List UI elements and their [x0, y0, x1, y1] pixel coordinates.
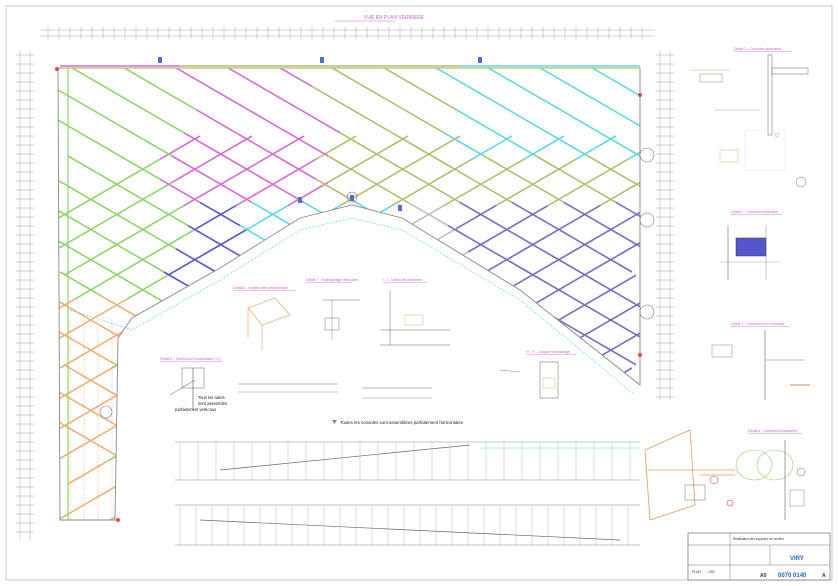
detail-1-title: Détail 1 - Consoles standards: [734, 47, 781, 51]
title-block: Réalisation des supports de verrière VIR…: [687, 532, 831, 581]
detail-1-panel: Détail 1 - Consoles standards: [690, 47, 809, 188]
top-edge-markers: [158, 57, 482, 211]
detail-7-panel: Détail 7 - Rallongeage des tubes: [306, 278, 360, 340]
title-block-format: A0: [760, 573, 767, 579]
elevation-strip-2: [175, 504, 640, 546]
detail-2-title: Détail 2 - Consoles verticales: [731, 210, 778, 214]
detail-8-panel: I - I - Détail les traverses: [380, 278, 450, 346]
title-block-client-logo: VIRY: [790, 556, 804, 562]
title-block-revision: A: [822, 573, 826, 579]
vertical-tubes-note-2: sont assemblés: [198, 401, 227, 406]
section-marker: [638, 93, 642, 97]
main-title: VUE EN PLAN VERRIERE: [364, 15, 425, 21]
callout-circle-1: [639, 147, 655, 163]
detail-5-title: Détail 5 - Tubes bout implantation (+/-): [160, 357, 221, 361]
top-dimension-chain: [40, 27, 655, 39]
iso-detail: [644, 429, 735, 521]
detail-4-panel: Détail 4 - Consoles biseautées: [735, 429, 806, 520]
right-dimension-chain: [656, 50, 674, 400]
consoles-note: Toutes les consoles sont assemblées parf…: [340, 420, 464, 425]
roof-outline: [57, 67, 641, 521]
glazing-grid: [58, 68, 640, 520]
detail-6-title: Détail 6 - Angles tube périphérique: [233, 286, 288, 290]
detail-7-title: Détail 7 - Rallongeage des tubes: [306, 278, 358, 282]
title-block-drawing-number: 0070 0140: [778, 573, 807, 579]
detail-9-panel: H - H - Coupure biseautage: [499, 350, 576, 399]
detail-3-title: Détail 3 - Consoles mini-consoles: [731, 322, 785, 326]
section-marker: [116, 518, 120, 522]
detail-4-title: Détail 4 - Consoles biseautées: [748, 429, 797, 433]
title-block-scale: 1/50: [708, 570, 715, 574]
callout-circle-2: [639, 212, 655, 228]
detail-2-panel: Détail 2 - Consoles verticales: [720, 210, 782, 280]
sheet-border: [5, 5, 833, 581]
callout-circle-3: [639, 304, 655, 320]
detail-3-panel: Détail 3 - Consoles mini-consoles: [711, 322, 810, 400]
elevation-strip-1: [175, 441, 640, 481]
vertical-tubes-note-1: Tous les tubes: [198, 395, 225, 400]
section-elevation-1: [238, 383, 432, 399]
valley-edge: [69, 217, 636, 396]
section-marker: [638, 353, 642, 357]
section-marker: [55, 67, 59, 71]
left-dimension-chain: [16, 50, 34, 540]
detail-8-title: I - I - Détail les traverses: [383, 278, 422, 282]
detail-6-panel: Détail 6 - Angles tube périphérique: [233, 286, 295, 350]
callout-circle-4: [99, 405, 113, 419]
callout-circle-5: [346, 191, 358, 203]
title-block-project: Réalisation des supports de verrière: [733, 537, 784, 541]
detail-9-title: H - H - Coupure biseautage: [526, 350, 570, 354]
title-block-label: PLAN: [692, 570, 701, 574]
vertical-tubes-note-3: parfaitement verticaux: [175, 407, 217, 412]
detail-5-panel: Détail 5 - Tubes bout implantation (+/-)…: [160, 357, 227, 412]
